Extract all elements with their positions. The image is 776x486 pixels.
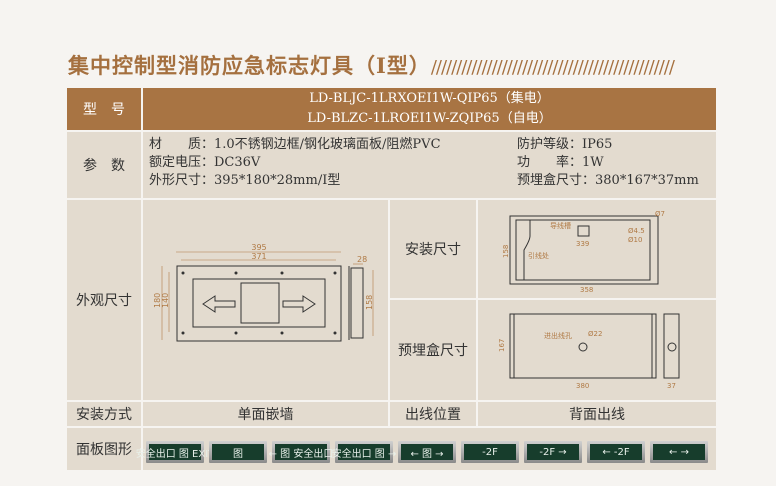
- panel-sign: 图: [209, 441, 267, 463]
- label-box-dia: Ø22: [588, 330, 602, 338]
- panel-sign: -2F: [461, 441, 519, 463]
- panel-sign: 安全出口 图 →: [332, 441, 396, 463]
- box-drawing: 进出线孔 Ø22 167 380 37: [478, 300, 716, 400]
- dim-380: 380: [576, 382, 589, 390]
- dim-side-height: 158: [365, 295, 374, 310]
- model-label: 型 号: [67, 88, 141, 130]
- panel-sign: -2F →: [524, 441, 582, 463]
- params-cell: 材 质：1.0不锈钢边框/钢化玻璃面板/阻燃PVC 额定电压：DC36V 外形尺…: [143, 132, 716, 198]
- param-box: 预埋盒尺寸：380*167*37mm: [517, 173, 699, 188]
- label-hole-b: Ø10: [628, 236, 642, 244]
- label-slot: 导线槽: [550, 221, 571, 230]
- install-method-label: 安装方式: [67, 402, 141, 426]
- install-drawing-svg: 导线槽 339 Ø4.5 Ø10 Ø7 引线处 158 358: [502, 210, 665, 294]
- dim-inner-width: 371: [251, 252, 266, 261]
- box-drawing-svg: 进出线孔 Ø22 167 380 37: [498, 313, 680, 390]
- params-label: 参 数: [67, 132, 141, 198]
- model-2: LD-BLZC-1LROEⅠ1W-ZQIP65（自电）: [307, 111, 552, 126]
- page-title: 集中控制型消防应急标志灯具（Ⅰ型）///////////////////////…: [68, 53, 675, 78]
- dim-depth: 28: [357, 255, 367, 264]
- dim-339: 339: [576, 240, 589, 248]
- panel-sign: 安全出口 图 EXIT: [136, 441, 214, 463]
- param-ip: 防护等级：IP65: [517, 137, 613, 152]
- dim-158: 158: [502, 245, 510, 258]
- dim-width: 395: [251, 243, 266, 252]
- panel-sign: ← -2F: [587, 441, 645, 463]
- dim-37: 37: [667, 382, 676, 390]
- model-1: LD-BLJC-1LRXOEⅠ1W-QIP65（集电）: [309, 91, 550, 106]
- outlet-label: 出线位置: [390, 402, 476, 426]
- dim-inner-height: 140: [161, 293, 170, 308]
- label-hole-a: Ø4.5: [628, 227, 645, 235]
- install-size-label: 安装尺寸: [390, 200, 476, 298]
- param-voltage: 额定电压：DC36V: [149, 155, 261, 170]
- dim-167: 167: [498, 339, 506, 352]
- front-drawing-svg: 395 371 28 180 140 158: [153, 243, 374, 342]
- model-values: LD-BLJC-1LRXOEⅠ1W-QIP65（集电） LD-BLZC-1LRO…: [143, 88, 716, 130]
- label-hole-c: Ø7: [655, 210, 665, 218]
- param-material: 材 质：1.0不锈钢边框/钢化玻璃面板/阻燃PVC: [149, 137, 441, 152]
- dim-height: 180: [153, 293, 162, 308]
- front-drawing: 395 371 28 180 140 158: [143, 200, 388, 400]
- install-drawing: 导线槽 339 Ø4.5 Ø10 Ø7 引线处 158 358: [478, 200, 716, 298]
- panel-sign: ← 图 安全出口: [269, 441, 333, 463]
- panel-sign: ← 图 →: [398, 441, 456, 463]
- param-power: 功 率：1W: [517, 155, 604, 170]
- appearance-label: 外观尺寸: [67, 200, 141, 400]
- panel-sign: ← →: [650, 441, 708, 463]
- label-box-hole: 进出线孔: [544, 331, 572, 340]
- install-method-value: 单面嵌墙: [143, 402, 388, 426]
- dim-358: 358: [580, 286, 593, 294]
- box-size-label: 预埋盒尺寸: [390, 300, 476, 400]
- panel-label: 面板图形: [67, 428, 141, 470]
- param-size: 外形尺寸：395*180*28mm/Ⅰ型: [149, 173, 341, 188]
- label-wire: 引线处: [528, 251, 549, 260]
- outlet-value: 背面出线: [478, 402, 716, 426]
